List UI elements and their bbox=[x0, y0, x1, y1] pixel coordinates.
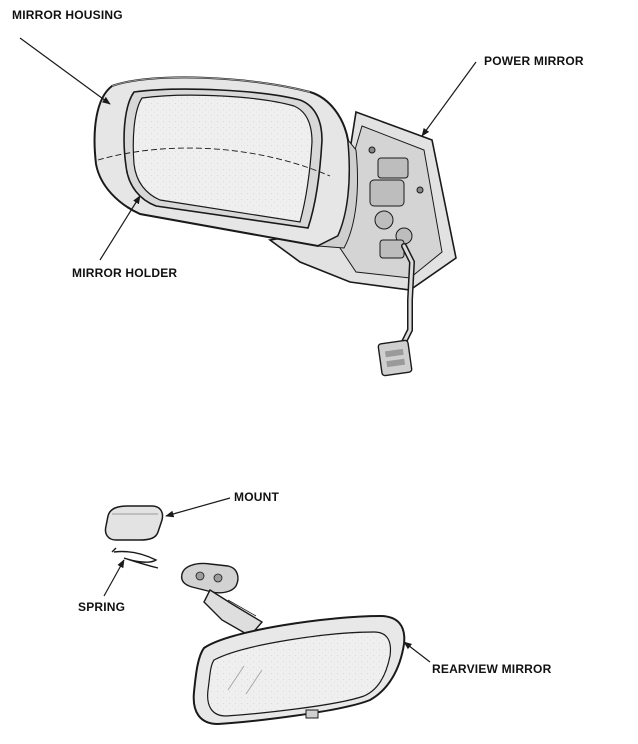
label-mirror-housing: MIRROR HOUSING bbox=[12, 8, 123, 22]
arrow-icon bbox=[421, 61, 477, 137]
spring-part bbox=[111, 547, 159, 569]
arrow-icon bbox=[99, 195, 141, 261]
mirror-connector bbox=[377, 339, 413, 377]
label-power-mirror: POWER MIRROR bbox=[484, 54, 584, 68]
arrow-icon bbox=[19, 37, 111, 105]
rearview-stalk-mount bbox=[180, 562, 239, 594]
arrow-icon bbox=[403, 641, 431, 663]
mirror-motor bbox=[368, 146, 424, 259]
arrow-icon bbox=[103, 559, 125, 597]
mirror-glass bbox=[132, 94, 313, 223]
leader-lines bbox=[19, 37, 477, 663]
mount-part bbox=[104, 505, 164, 541]
label-mount: MOUNT bbox=[234, 490, 279, 504]
rearview-mirror-glass bbox=[207, 631, 392, 717]
rearview-mirror-assembly bbox=[180, 562, 406, 726]
label-spring: SPRING bbox=[78, 600, 126, 614]
power-mirror-assembly bbox=[93, 76, 457, 377]
arrow-icon bbox=[165, 497, 231, 518]
label-rearview-mirror: REARVIEW MIRROR bbox=[432, 662, 552, 676]
label-mirror-holder: MIRROR HOLDER bbox=[72, 266, 178, 280]
